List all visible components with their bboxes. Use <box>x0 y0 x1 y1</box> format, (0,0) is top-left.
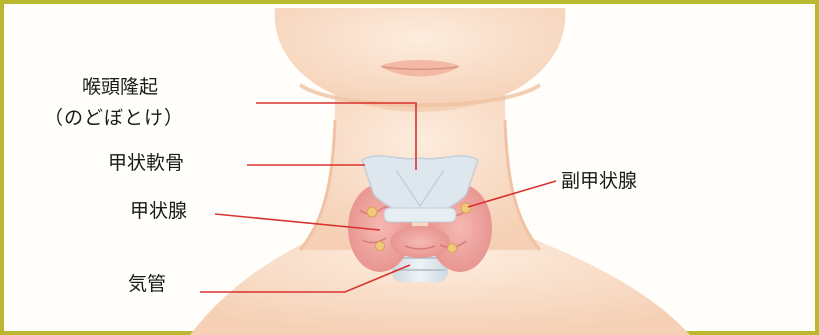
label-thyroid-cartilage: 甲状軟骨 <box>108 153 184 175</box>
label-parathyroid-gland: 副甲状腺 <box>561 171 637 193</box>
label-laryngeal-prominence: 喉頭隆起 <box>82 77 158 99</box>
label-thyroid-gland: 甲状腺 <box>130 201 187 223</box>
label-laryngeal-prominence-reading: （のどぼとけ） <box>44 108 184 130</box>
label-trachea: 気管 <box>128 274 166 296</box>
